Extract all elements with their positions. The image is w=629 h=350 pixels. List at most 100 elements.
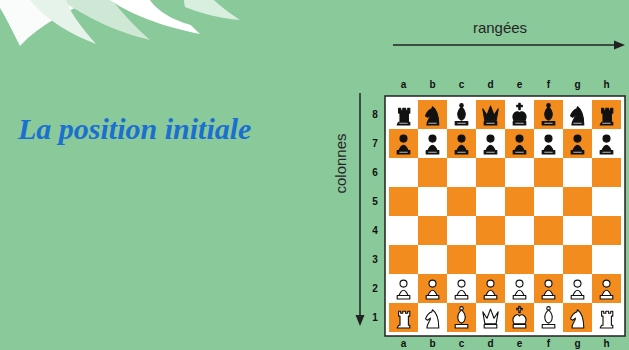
board-square [389,216,418,245]
pawn-symbol [484,280,497,299]
board-square [389,100,418,129]
board-square [447,158,476,187]
board-square [505,245,534,274]
rook-symbol [600,108,613,125]
board-square [389,274,418,303]
board-square [563,216,592,245]
knight-symbol [426,107,439,125]
pawn-symbol [426,280,439,299]
row-arrow [393,41,625,50]
king-symbol [513,306,526,328]
coordinate-label: c [459,79,465,90]
coordinate-label: e [517,338,523,349]
piece-highlight [544,152,552,153]
board-square [447,129,476,158]
board-square [418,274,447,303]
queen-symbol [483,309,498,328]
pawn-symbol [600,135,613,154]
board-square [592,158,621,187]
column-arrow [356,93,365,326]
board-square [505,216,534,245]
bishop-symbol [542,104,555,125]
board-square [389,158,418,187]
board-square [592,245,621,274]
board-square [534,187,563,216]
board-square [447,274,476,303]
knight-symbol [571,310,584,328]
coordinate-label: 6 [372,167,378,178]
board-square [505,187,534,216]
piece-highlight [602,152,610,153]
board-square [476,245,505,274]
coordinate-label: b [429,338,435,349]
pawn-symbol [513,280,526,299]
coordinate-label: 2 [372,283,378,294]
board-square [418,129,447,158]
knight-symbol [426,310,439,328]
pawn-symbol [542,280,555,299]
piece-highlight [486,152,494,153]
board-square [505,100,534,129]
piece-highlight [515,152,523,153]
board-square [418,303,447,332]
board-square [534,245,563,274]
board-square [476,100,505,129]
piece-highlight [428,123,436,124]
coordinate-label: g [574,79,580,90]
board-square [592,129,621,158]
piece-highlight [428,152,436,153]
king-symbol [513,103,526,125]
coordinate-label: e [517,79,523,90]
piece-highlight [457,123,465,124]
pawn-symbol [455,280,468,299]
pawn-symbol [513,135,526,154]
board-square [389,187,418,216]
coordinate-label: 7 [372,138,378,149]
board-square [476,158,505,187]
pawn-symbol [484,135,497,154]
board-square [563,274,592,303]
board-square [534,216,563,245]
board-square [418,100,447,129]
piece-highlight [515,123,523,124]
coordinate-label: b [429,79,435,90]
piece-highlight [602,123,610,124]
bishop-symbol [542,307,555,328]
axis-label: colonnes [331,133,348,193]
board-square [563,129,592,158]
coordinate-label: 5 [372,196,378,207]
bishop-symbol [455,307,468,328]
coordinate-label: c [459,338,465,349]
coordinate-label: 3 [372,254,378,265]
rook-symbol [397,311,410,328]
coordinate-label: f [547,338,550,349]
board-square [534,129,563,158]
board-square [476,216,505,245]
rook-symbol [600,311,613,328]
board-square [447,216,476,245]
pawn-symbol [600,280,613,299]
board-square [389,245,418,274]
board-square [505,129,534,158]
coordinate-label: h [603,338,609,349]
board-square [447,100,476,129]
pawn-symbol [571,135,584,154]
axis-label: rangées [473,19,527,36]
board-square [476,187,505,216]
chess-board [389,100,621,332]
board-square [389,303,418,332]
board-square [563,245,592,274]
board-square [563,100,592,129]
piece-highlight [399,123,407,124]
coordinate-label: 4 [372,225,378,236]
pawn-symbol [542,135,555,154]
board-square [505,274,534,303]
queen-symbol [483,106,498,125]
pawn-symbol [397,280,410,299]
pawn-symbol [397,135,410,154]
coordinate-label: a [401,79,407,90]
board-square [534,100,563,129]
board-square [447,187,476,216]
board-square [389,129,418,158]
